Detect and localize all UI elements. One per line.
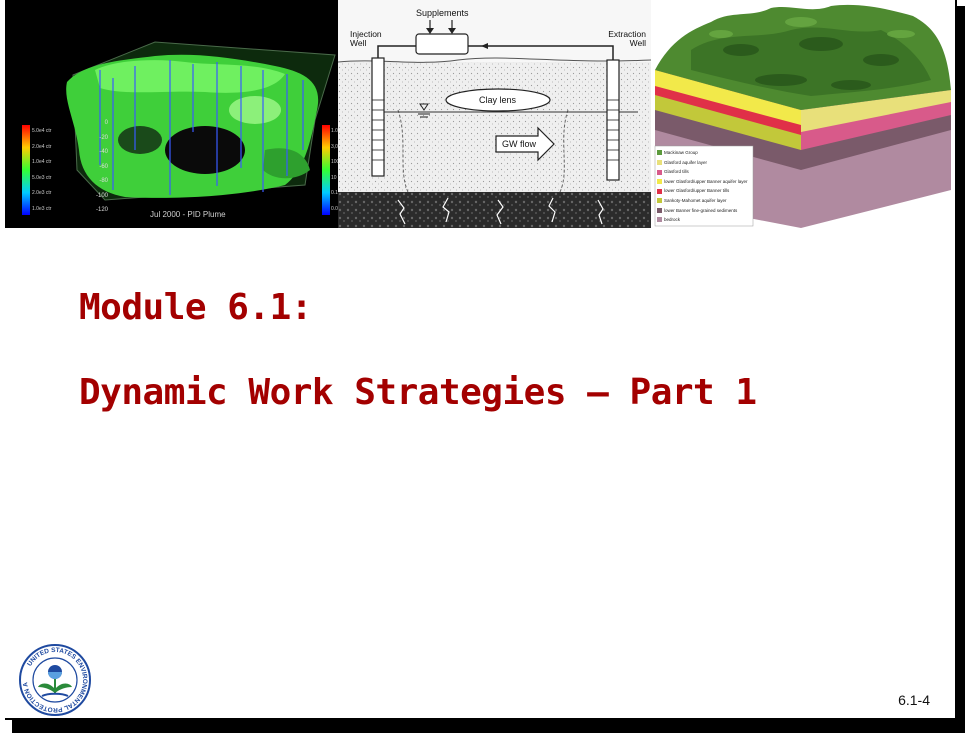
label-supplements: Supplements xyxy=(416,8,469,18)
legend-label: Sankoty-Mahomet aquifer layer xyxy=(664,197,727,203)
legend-swatch xyxy=(657,188,662,194)
legend-label: lower Banner fine-grained sediments xyxy=(664,207,738,213)
legend-label: Glasford aquifer layer xyxy=(664,159,708,165)
legend-swatch xyxy=(657,159,662,165)
slide: 0 -20 -40 -60 -80 -100 -120 5.0e4 ctr 2.… xyxy=(5,0,957,720)
well-diagram-image: Supplements Injection Well Extraction We… xyxy=(338,0,651,228)
plume-depth-labels: 0 -20 -40 -60 -80 -100 -120 xyxy=(88,116,108,218)
scale-label: 1.0e4 xyxy=(331,128,338,134)
legend-item: lower Glasford/upper Banner tills xyxy=(657,186,753,196)
label-gw-flow: GW flow xyxy=(502,139,537,149)
legend-swatch xyxy=(657,169,662,175)
legend-swatch xyxy=(657,217,662,223)
plume-scale-left-labels: 5.0e4 ctr 2.0e4 ctr 1.0e4 ctr 5.0e3 ctr … xyxy=(32,124,51,217)
scale-label: 3,000 xyxy=(331,143,338,150)
label-extraction: Extraction xyxy=(608,29,646,39)
legend-label: Mackinaw Group xyxy=(664,150,698,155)
scale-label: 5.0e3 ctr xyxy=(32,174,52,181)
plume-caption: Jul 2000 - PID Plume xyxy=(150,210,226,219)
geology-legend: Mackinaw Group Glasford aquifer layer Gl… xyxy=(657,148,753,225)
label-injection: Injection xyxy=(350,29,382,39)
legend-item: Glasford tills xyxy=(657,167,753,177)
legend-swatch xyxy=(657,179,662,185)
page-number: 6.1-4 xyxy=(898,692,930,708)
plume-3d-image: 0 -20 -40 -60 -80 -100 -120 5.0e4 ctr 2.… xyxy=(5,0,338,228)
legend-swatch xyxy=(657,198,662,204)
legend-label: lower Glasford/upper Banner tills xyxy=(664,188,730,194)
scale-label: 0.01 xyxy=(331,205,338,212)
slide-title-topic: Dynamic Work Strategies – Part 1 xyxy=(79,372,757,413)
slide-shadow-bottom xyxy=(12,720,965,733)
depth-label: -80 xyxy=(99,178,108,184)
slide-title-module: Module 6.1: xyxy=(79,287,312,328)
label-injection-well: Injection Well xyxy=(350,30,382,48)
legend-label: bedrock xyxy=(664,217,681,223)
depth-label: -100 xyxy=(95,192,108,199)
legend-item: bedrock xyxy=(657,215,753,225)
legend-swatch xyxy=(657,150,662,156)
scale-label: 5.0e4 ctr xyxy=(32,128,52,134)
legend-item: lower Banner fine-grained sediments xyxy=(657,206,753,216)
label-clay-lens: Clay lens xyxy=(479,95,517,105)
geology-block-image: Mackinaw Group Glasford aquifer layer Gl… xyxy=(651,0,955,228)
depth-label: -20 xyxy=(99,134,108,141)
depth-label: 0 xyxy=(104,120,108,126)
slide-shadow-right xyxy=(957,6,965,726)
legend-item: Sankoty-Mahomet aquifer layer xyxy=(657,196,753,206)
scale-label: 2.0e4 ctr xyxy=(32,143,52,150)
label-extraction-well-word: Well xyxy=(629,38,646,48)
depth-label: -60 xyxy=(99,163,108,170)
legend-label: lower Glasford/upper Banner aquifer laye… xyxy=(664,178,748,184)
legend-item: Mackinaw Group xyxy=(657,148,753,158)
scale-label: 0.1 u xyxy=(331,190,338,196)
legend-item: Glasford aquifer layer xyxy=(657,158,753,168)
legend-swatch xyxy=(657,207,662,213)
legend-item: lower Glasford/upper Banner aquifer laye… xyxy=(657,177,753,187)
label-extraction-well: Extraction Well xyxy=(592,30,646,48)
epa-seal-logo: UNITED STATES ENVIRONMENTAL PROTECTION A… xyxy=(15,638,92,717)
legend-label: Glasford tills xyxy=(664,169,689,175)
scale-label: 100 u xyxy=(331,159,338,165)
scale-label: 2.0e3 ctr xyxy=(32,190,52,196)
plume-scale-right-labels: 1.0e4 3,000 100 u 10 u 0.1 u 0.01 xyxy=(331,124,338,217)
label-injection-well-word: Well xyxy=(350,38,367,48)
depth-label: -120 xyxy=(95,207,108,213)
scale-label: 1.0e3 ctr xyxy=(32,205,52,212)
depth-label: -40 xyxy=(99,149,108,155)
scale-label: 10 u xyxy=(331,174,338,181)
scale-label: 1.0e4 ctr xyxy=(32,159,52,165)
